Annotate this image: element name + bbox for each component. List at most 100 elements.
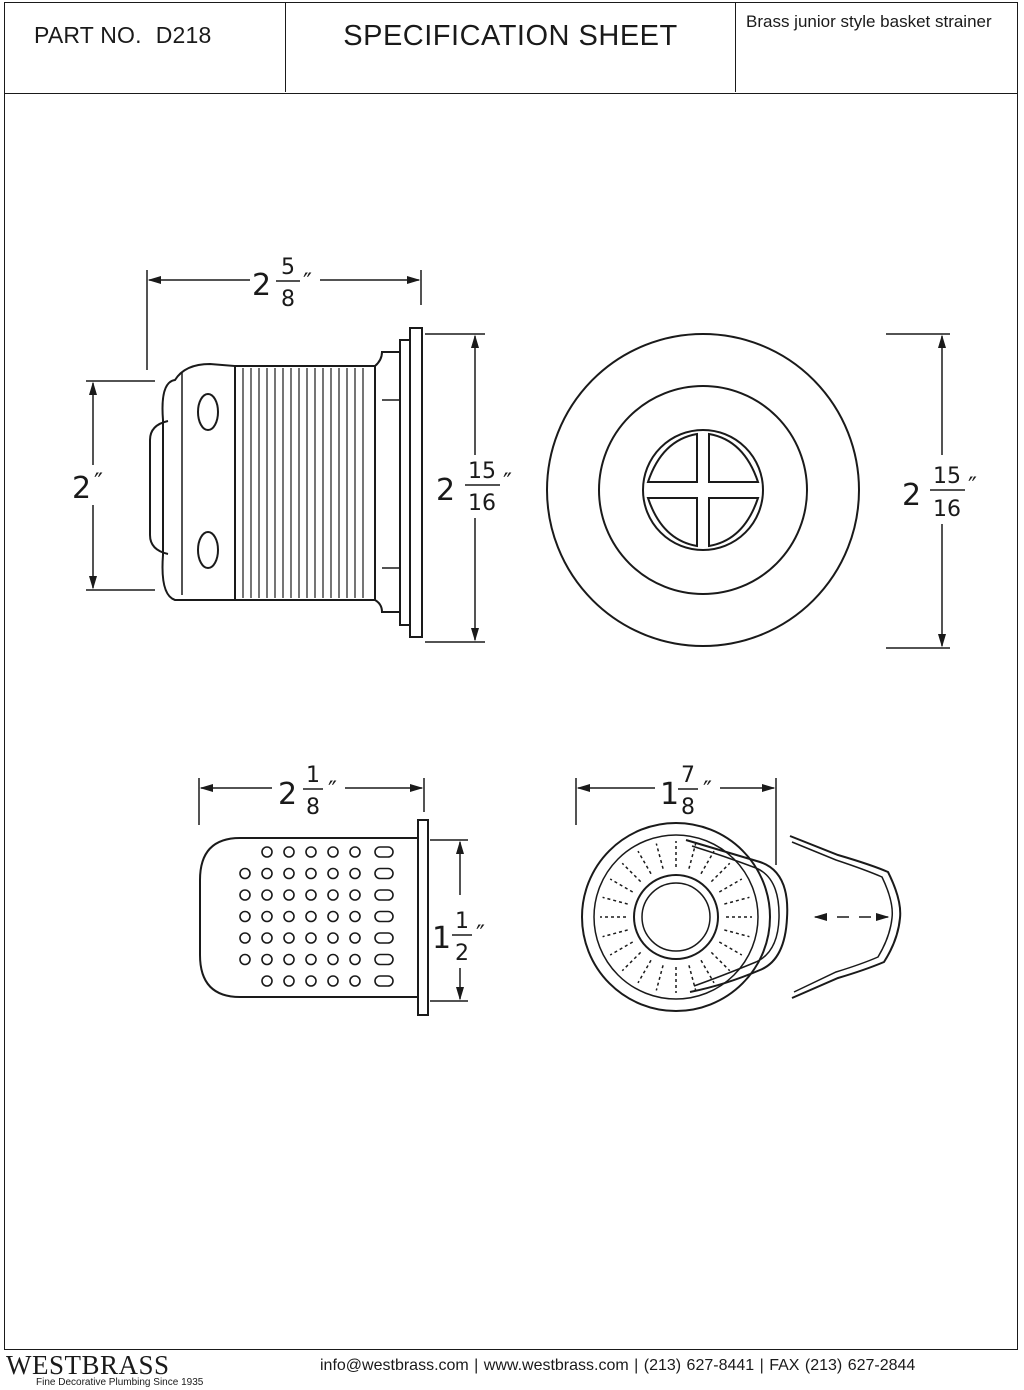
dim-basket-length-num: 1 xyxy=(306,763,320,788)
thread-lines xyxy=(242,368,364,598)
basket-slot xyxy=(621,862,642,883)
dim-basket-length: 2 1 8 ″ xyxy=(278,763,337,820)
basket-slots xyxy=(600,841,752,993)
basket-hole xyxy=(327,846,339,858)
dim-basket-diameter-whole: 1 xyxy=(660,777,679,812)
dim-basket-diameter: 1 7 8 ″ xyxy=(660,763,712,820)
dim-top-view-diameter-unit: ″ xyxy=(968,472,977,500)
basket-end-view-drawing: 1 7 8 ″ xyxy=(575,763,902,1012)
dim-flange-height-den: 16 xyxy=(468,491,496,516)
basket-hole xyxy=(327,953,339,966)
dim-top-view-diameter-den: 16 xyxy=(933,497,961,522)
footer: WESTBRASS Fine Decorative Plumbing Since… xyxy=(0,1350,1024,1390)
basket-hole xyxy=(374,867,394,880)
basket-hole xyxy=(305,910,317,923)
basket-hole xyxy=(239,932,251,944)
sheet-frame xyxy=(4,2,1018,1350)
basket-hole xyxy=(239,889,251,901)
basket-slot xyxy=(700,850,715,875)
basket-hole xyxy=(374,953,394,966)
basket-hole xyxy=(239,953,251,966)
basket-slot xyxy=(718,941,743,956)
dim-basket-diameter-num: 7 xyxy=(681,763,695,788)
basket-hole xyxy=(239,910,251,923)
basket-slot xyxy=(609,878,634,893)
basket-hole xyxy=(305,846,317,858)
basket-slot xyxy=(637,850,652,875)
basket-hole xyxy=(261,889,273,901)
basket-hole xyxy=(327,910,339,923)
top-view-drawing: 2 15 16 ″ xyxy=(546,333,977,649)
basket-hole xyxy=(283,889,295,901)
title-cell: SPECIFICATION SHEET xyxy=(286,2,736,92)
westbrass-logo: WESTBRASS xyxy=(6,1350,170,1380)
contact-info[interactable]: info@westbrass.com | www.westbrass.com |… xyxy=(320,1357,916,1374)
basket-hole xyxy=(349,867,361,880)
basket-hole xyxy=(261,867,273,880)
basket-hole xyxy=(349,889,361,901)
basket-hole xyxy=(261,975,273,987)
basket-hole xyxy=(305,932,317,944)
description-cell: Brass junior style basket strainer xyxy=(736,2,1018,92)
basket-slot xyxy=(602,929,628,938)
dim-side-height: 2 ″ xyxy=(72,468,103,506)
basket-hole xyxy=(374,910,394,923)
basket-slot xyxy=(602,896,628,905)
basket-slot xyxy=(609,941,634,956)
basket-slot xyxy=(621,951,642,972)
dim-basket-diameter-unit: ″ xyxy=(703,776,712,804)
basket-hole xyxy=(374,975,394,987)
basket-hole xyxy=(239,867,251,880)
dim-flange-height: 2 15 16 ″ xyxy=(436,459,512,516)
basket-slot xyxy=(710,951,731,972)
dim-top-view-diameter-num: 15 xyxy=(933,464,961,489)
basket-hole xyxy=(305,889,317,901)
dim-side-height-unit: ″ xyxy=(94,468,103,496)
basket-hole xyxy=(327,889,339,901)
basket-hole xyxy=(261,932,273,944)
basket-hole xyxy=(261,953,273,966)
dim-basket-length-den: 8 xyxy=(306,795,320,820)
basket-slot xyxy=(700,959,715,984)
dim-basket-height: 1 1 2 ″ xyxy=(432,909,485,966)
basket-hole xyxy=(283,953,295,966)
dim-basket-length-whole: 2 xyxy=(278,777,297,812)
basket-slot xyxy=(655,965,664,991)
dim-basket-height-num: 1 xyxy=(455,909,469,934)
basket-slot xyxy=(637,959,652,984)
basket-hole xyxy=(283,932,295,944)
spec-header: PART NO. D218 SPECIFICATION SHEET Brass j… xyxy=(4,2,1018,94)
basket-hole xyxy=(349,975,361,987)
dim-top-width-whole: 2 xyxy=(252,268,271,303)
basket-hole xyxy=(261,910,273,923)
dim-flange-height-whole: 2 xyxy=(436,473,455,508)
basket-hole xyxy=(283,910,295,923)
dim-basket-diameter-den: 8 xyxy=(681,795,695,820)
logo-tagline: Fine Decorative Plumbing Since 1935 xyxy=(36,1377,204,1388)
part-number-value: D218 xyxy=(155,22,212,48)
dim-top-view-diameter: 2 15 16 ″ xyxy=(902,464,977,522)
dim-basket-height-whole: 1 xyxy=(432,921,451,956)
sheet-title: SPECIFICATION SHEET xyxy=(343,20,678,52)
basket-hole xyxy=(305,953,317,966)
basket-hole xyxy=(349,953,361,966)
side-view-drawing: 2 5 8 ″ 2 ″ 2 15 16 ″ xyxy=(72,255,512,643)
basket-hole xyxy=(374,846,394,858)
basket-holes xyxy=(239,846,394,987)
basket-slot xyxy=(688,843,697,869)
basket-slot xyxy=(724,896,750,905)
basket-hole xyxy=(374,889,394,901)
dim-side-height-whole: 2 xyxy=(72,471,91,506)
product-description: Brass junior style basket strainer xyxy=(746,12,992,31)
dim-basket-height-unit: ″ xyxy=(476,920,485,948)
basket-side-view-drawing: 2 1 8 ″ 1 1 2 ″ xyxy=(198,763,485,1016)
dim-flange-height-num: 15 xyxy=(468,459,496,484)
basket-hole xyxy=(327,932,339,944)
dim-top-width-unit: ″ xyxy=(303,268,312,296)
basket-hole xyxy=(283,846,295,858)
part-number: PART NO. D218 xyxy=(34,22,225,49)
part-label: PART NO. xyxy=(34,22,142,48)
part-number-cell: PART NO. D218 xyxy=(4,2,286,92)
dim-top-width-num: 5 xyxy=(281,255,295,280)
basket-hole xyxy=(349,932,361,944)
